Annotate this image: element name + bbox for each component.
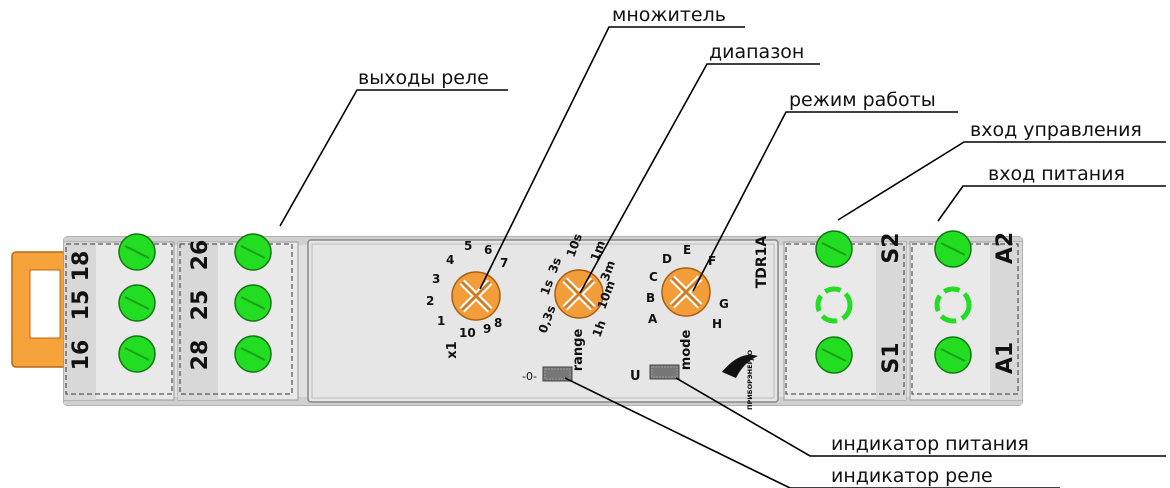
- leader-multiplier: [479, 26, 745, 290]
- terminal-block-power: A2 A1: [909, 230, 1023, 401]
- callout-multiplier: множитель: [612, 4, 726, 26]
- screw-18-icon: [118, 233, 156, 271]
- mult-tick-7: 7: [500, 256, 508, 270]
- terminal-block-relay-1: 18 15 16: [63, 241, 175, 401]
- terminal-label-18: 18: [69, 251, 94, 282]
- cross-icon: [459, 279, 493, 313]
- model-name: TDR1A: [754, 236, 770, 289]
- callout-power-indicator: индикатор питания: [831, 433, 1029, 455]
- mode-tick-A: A: [648, 312, 658, 326]
- empty-terminal-icon: [815, 286, 853, 324]
- screw-s1-icon: [815, 336, 853, 374]
- range-tick-1s: 1s: [538, 278, 556, 297]
- range-tick-3m: 3m: [598, 259, 618, 283]
- leader-control-input: [837, 141, 1166, 221]
- screw-s2-icon: [815, 230, 853, 268]
- mode-tick-G: G: [719, 297, 729, 311]
- leader-relay-indicator: [564, 377, 1060, 488]
- terminal-block-control: S2 S1: [783, 230, 907, 401]
- terminal-label-a1: A1: [993, 342, 1018, 374]
- leader-mode: [692, 111, 958, 292]
- range-tick-3s: 3s: [546, 256, 564, 275]
- callout-relay-indicator: индикатор реле: [831, 465, 993, 487]
- terminal-label-28: 28: [188, 340, 213, 371]
- mult-tick-6: 6: [484, 243, 492, 257]
- mult-tick-8: 8: [494, 316, 502, 330]
- terminal-label-s2: S2: [879, 232, 904, 263]
- terminal-label-a2: A2: [993, 232, 1018, 264]
- terminal-label-15: 15: [69, 290, 94, 321]
- mode-tick-C: C: [649, 270, 658, 284]
- terminal-label-s1: S1: [879, 342, 904, 373]
- screw-a1-icon: [934, 336, 972, 374]
- mult-tick-4: 4: [446, 253, 454, 267]
- mult-tick-5: 5: [464, 239, 472, 253]
- mult-tick-9: 9: [483, 322, 491, 336]
- screw-15-icon: [118, 284, 156, 322]
- terminal-label-16: 16: [69, 340, 94, 371]
- callout-relay-outputs: выходы реле: [358, 67, 489, 89]
- mode-tick-E: E: [683, 243, 691, 257]
- callout-power-input: вход питания: [988, 163, 1125, 185]
- relay-indicator: -0-: [522, 366, 573, 383]
- range-caption: range: [571, 329, 586, 372]
- terminal-label-25: 25: [188, 290, 213, 321]
- mode-tick-D: D: [662, 252, 672, 266]
- cross-icon: [562, 277, 596, 311]
- empty-terminal-icon: [934, 286, 972, 324]
- front-panel: [307, 239, 779, 403]
- mult-tick-10: 10: [459, 326, 476, 340]
- multiplier-dial[interactable]: 1 2 3 4 5 6 7 8 9 10 x1: [426, 239, 508, 359]
- mult-tick-1: 1: [437, 314, 445, 328]
- screws-left: [118, 233, 272, 373]
- power-led-label: U: [630, 369, 641, 384]
- mult-tick-2: 2: [426, 294, 434, 308]
- leader-power-input: [937, 185, 1166, 222]
- callout-mode: режим работы: [789, 89, 936, 111]
- screw-25-icon: [234, 284, 272, 322]
- screw-26-icon: [234, 233, 272, 271]
- leader-relay-outputs: [279, 89, 508, 227]
- mode-tick-B: B: [646, 291, 655, 305]
- terminal-block-relay-2: 26 25 28: [177, 240, 299, 401]
- brand-name: ПРИБОРЭНЕРГО: [746, 350, 754, 410]
- callout-control-input: вход управления: [970, 119, 1142, 141]
- mult-caption: x1: [445, 341, 460, 358]
- brand-logo-icon: [722, 354, 758, 378]
- cross-icon: [669, 275, 703, 309]
- screw-28-icon: [234, 335, 272, 373]
- screw-16-icon: [118, 335, 156, 373]
- screw-a2-icon: [934, 230, 972, 268]
- relay-led-symbol-icon: -0-: [522, 370, 537, 383]
- mode-tick-H: H: [712, 317, 722, 331]
- terminal-label-26: 26: [188, 240, 213, 271]
- din-clip: [11, 251, 73, 368]
- mult-tick-3: 3: [432, 272, 440, 286]
- mode-caption: mode: [679, 330, 694, 371]
- callout-range: диапазон: [709, 41, 804, 63]
- leader-lines: [279, 26, 1166, 488]
- leader-power-indicator: [675, 377, 1166, 457]
- mode-tick-F: F: [708, 254, 716, 268]
- power-indicator: U: [630, 364, 680, 384]
- leader-range: [579, 63, 820, 294]
- range-tick-1h: 1h: [590, 318, 609, 339]
- range-tick-1m: 1m: [588, 239, 608, 263]
